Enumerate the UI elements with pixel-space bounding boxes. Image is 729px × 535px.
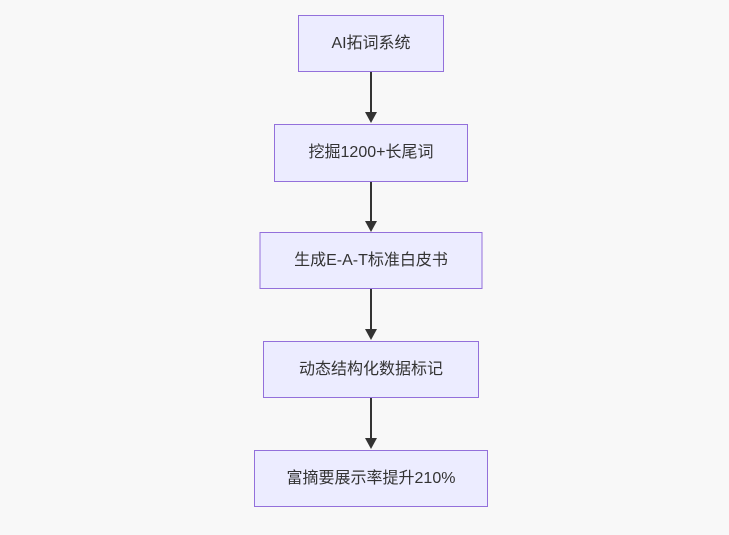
flow-node-longtail-keywords: 挖掘1200+长尾词: [274, 124, 468, 182]
arrow-down-icon: [365, 329, 377, 340]
arrow-down-icon: [365, 438, 377, 449]
arrow-down-icon: [365, 221, 377, 232]
flow-arrow-3: [365, 289, 377, 340]
flow-node-eat-whitepaper: 生成E-A-T标准白皮书: [259, 232, 483, 289]
flow-arrow-1: [365, 72, 377, 123]
arrow-line: [370, 182, 372, 221]
flow-node-label: AI拓词系统: [331, 34, 411, 52]
flow-node-label: 生成E-A-T标准白皮书: [294, 251, 448, 269]
flow-node-ai-word-expansion: AI拓词系统: [298, 15, 444, 72]
flow-node-rich-snippet-result: 富摘要展示率提升210%: [254, 450, 488, 507]
arrow-line: [370, 72, 372, 112]
flow-arrow-4: [365, 398, 377, 449]
arrow-line: [370, 289, 372, 329]
arrow-down-icon: [365, 112, 377, 123]
flow-arrow-2: [365, 182, 377, 232]
flow-node-structured-data-markup: 动态结构化数据标记: [263, 341, 479, 398]
flow-node-label: 动态结构化数据标记: [298, 360, 443, 378]
arrow-line: [370, 398, 372, 438]
flow-node-label: 富摘要展示率提升210%: [286, 469, 456, 487]
flow-node-label: 挖掘1200+长尾词: [308, 144, 434, 161]
